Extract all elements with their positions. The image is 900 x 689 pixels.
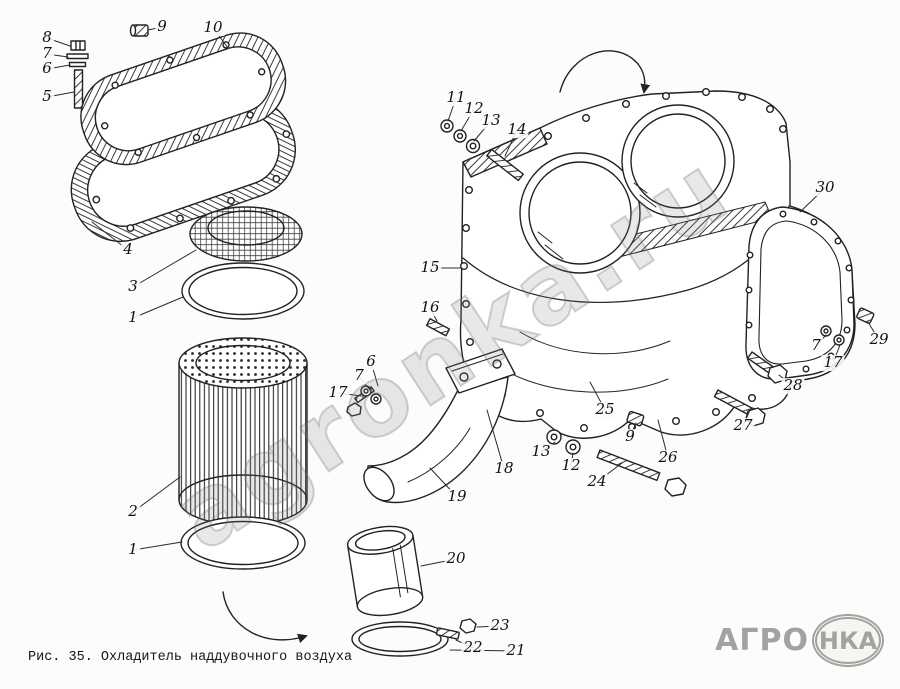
part-callout-8: 8 <box>40 28 54 47</box>
figure-caption: Рис. 35. Охладитель наддувочного воздуха <box>28 650 353 665</box>
part-callout-23: 23 <box>488 616 512 635</box>
part-callout-13: 13 <box>479 111 503 130</box>
part-callout-30: 30 <box>813 178 837 197</box>
part-callout-20: 20 <box>444 549 468 568</box>
part-callout-16: 16 <box>418 298 442 317</box>
clamp-bolt-22 <box>435 627 460 640</box>
filter-element-2 <box>178 337 308 526</box>
part-callout-15: 15 <box>418 258 442 277</box>
fastener-stack-5-6-7-8 <box>66 40 89 109</box>
bolt-24 <box>596 449 687 497</box>
part-callout-7: 7 <box>809 336 823 355</box>
stud-16 <box>425 318 451 337</box>
part-callout-22: 22 <box>461 638 485 657</box>
clamp-nut-23 <box>459 618 477 634</box>
part-callout-12: 12 <box>559 456 583 475</box>
logo-text-nka: НКА <box>818 626 878 655</box>
part-callout-9: 9 <box>623 427 637 446</box>
hose-sleeve-20 <box>346 525 424 617</box>
plug-9-top <box>129 24 149 37</box>
rotation-arrow-bottom <box>222 591 308 644</box>
part-callout-3: 3 <box>126 277 140 296</box>
plug-29 <box>856 307 875 324</box>
outlet-elbow-19 <box>363 376 509 504</box>
part-callout-7: 7 <box>40 44 54 63</box>
part-callout-11: 11 <box>444 88 468 107</box>
part-callout-29: 29 <box>867 330 891 349</box>
part-callout-17: 17 <box>326 383 350 402</box>
sealing-ring-1-upper <box>181 262 305 320</box>
part-callout-9: 9 <box>155 17 169 36</box>
part-callout-26: 26 <box>656 448 680 467</box>
part-callout-1: 1 <box>126 308 140 327</box>
sealing-ring-1-lower <box>180 516 306 570</box>
agronka-logo: АГРО НКА <box>715 614 884 667</box>
part-callout-12: 12 <box>462 99 486 118</box>
clamp-21 <box>351 618 477 657</box>
washers-11-12-13 <box>440 119 481 154</box>
part-callout-4: 4 <box>121 240 135 259</box>
mesh-disc-3 <box>189 206 303 262</box>
part-callout-13: 13 <box>529 442 553 461</box>
part-callout-10: 10 <box>201 18 225 37</box>
part-callout-21: 21 <box>504 641 528 660</box>
part-callout-5: 5 <box>40 87 54 106</box>
part-callout-19: 19 <box>445 487 469 506</box>
part-callout-6: 6 <box>364 352 378 371</box>
part-callout-18: 18 <box>492 459 516 478</box>
stud-14 <box>486 148 524 182</box>
assembly-arrow-top <box>559 50 651 94</box>
part-callout-7: 7 <box>352 366 366 385</box>
part-callout-6: 6 <box>40 59 54 78</box>
part-callout-14: 14 <box>505 120 529 139</box>
logo-oval-badge: НКА <box>812 614 884 667</box>
elbow-flange-18 <box>445 348 516 394</box>
part-callout-25: 25 <box>593 400 617 419</box>
bolt-washers-center-6-7-17 <box>346 385 382 417</box>
part-callout-27: 27 <box>731 416 755 435</box>
plug-9-right <box>626 410 645 427</box>
logo-text-agro: АГРО <box>715 623 809 658</box>
washers-7-17-right <box>820 325 845 346</box>
part-callout-17: 17 <box>821 353 845 372</box>
washers-12-13-right <box>546 429 581 455</box>
part-callout-2: 2 <box>126 502 140 521</box>
part-callout-1: 1 <box>126 540 140 559</box>
part-callout-28: 28 <box>781 376 805 395</box>
cover-plate-10-and-gasket-4 <box>70 32 296 243</box>
part-callout-24: 24 <box>585 472 609 491</box>
